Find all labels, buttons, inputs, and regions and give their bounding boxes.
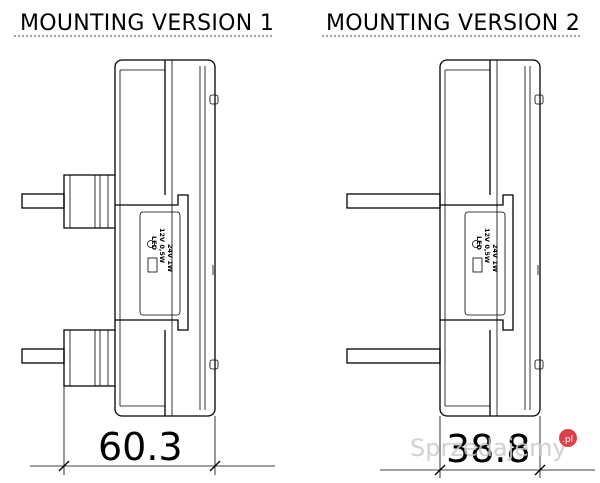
ce-mark-2 <box>472 240 480 248</box>
label-box-2 <box>472 257 483 273</box>
mounting-recess-2 <box>440 194 514 331</box>
mounting-recess-1 <box>115 194 189 331</box>
label-rating-12v-1: 12V 0,5W <box>158 228 166 263</box>
watermark-text: Sprzedajemy <box>410 434 567 462</box>
upper-stud-2 <box>346 193 441 209</box>
lamp-version-2: LED 12V 0,5W 24V 1W <box>346 59 544 417</box>
ce-mark-1 <box>147 240 155 248</box>
label-led-1: LED <box>150 236 158 251</box>
upper-stud-1 <box>21 193 65 209</box>
dimension-value-1: 60.3 <box>98 425 183 469</box>
upper-stud-boss-1 <box>63 174 115 229</box>
label-led-2: LED <box>475 236 483 251</box>
title-mounting-version-2: MOUNTING VERSION 2 <box>326 11 580 36</box>
lower-stud-1 <box>21 348 65 364</box>
label-area-2 <box>464 211 506 316</box>
lamp-version-1: LED 12V 0,5W 24V 1W <box>21 59 219 417</box>
watermark-tld: .pl <box>562 435 573 445</box>
watermark: Sprzedajemy .pl <box>410 429 577 462</box>
dimension-value-2: 38.8 <box>446 427 531 471</box>
title-mounting-version-1: MOUNTING VERSION 1 <box>20 11 274 36</box>
dimension-version-2: 38.8 <box>380 416 595 478</box>
watermark-logo-icon <box>559 429 577 447</box>
lower-stud-2 <box>346 348 441 364</box>
label-rating-12v-2: 12V 0,5W <box>483 228 491 263</box>
label-area-1 <box>139 211 181 316</box>
label-rating-24v-1: 24V 1W <box>166 244 174 272</box>
dimension-version-1: 60.3 <box>30 386 275 475</box>
label-box-1 <box>147 257 158 273</box>
label-rating-24v-2: 24V 1W <box>491 244 499 272</box>
lower-stud-boss-1 <box>63 329 115 387</box>
